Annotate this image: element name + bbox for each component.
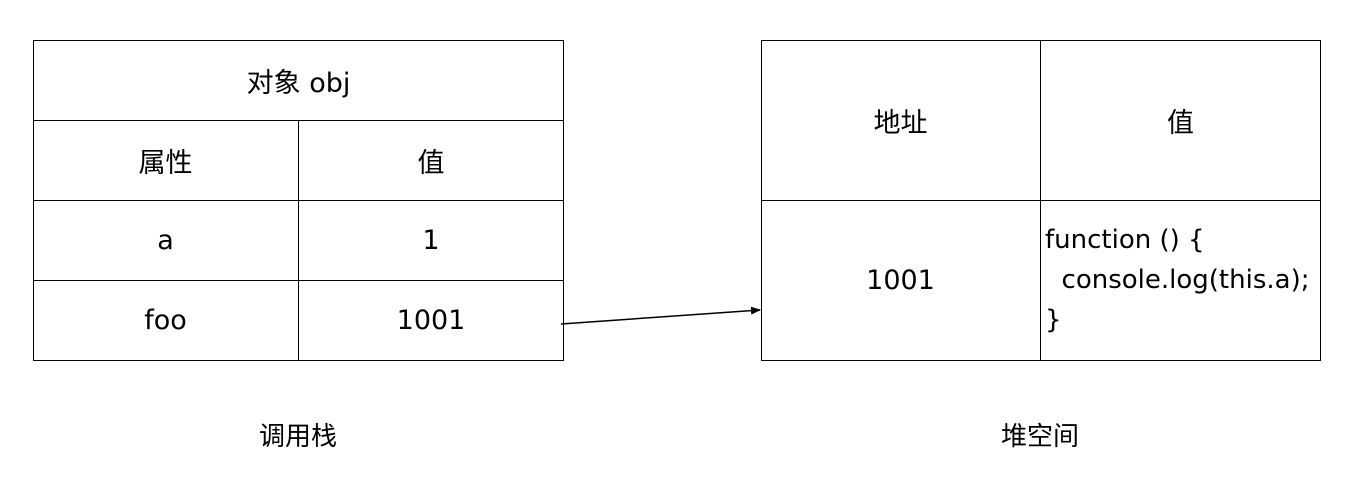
heap-address: 1001 (866, 265, 935, 296)
value-a: 1 (422, 224, 440, 256)
property-a: a (157, 224, 174, 256)
heap-value-header: 值 (1167, 107, 1194, 139)
object-title: 对象 obj (246, 67, 351, 99)
property-foo: foo (144, 305, 187, 336)
arrow-line (560, 306, 761, 325)
heap-divider (761, 200, 1321, 201)
function-code-line: function () { (1045, 225, 1205, 255)
call-stack-caption: 调用栈 (258, 422, 337, 452)
function-code-line: console.log(this.a); (1045, 265, 1310, 295)
value-foo: 1001 (396, 305, 466, 336)
property-header: 属性 (138, 147, 193, 179)
address-header: 地址 (873, 107, 928, 139)
function-code-line: } (1045, 305, 1062, 335)
heap-column-divider (1040, 40, 1041, 361)
call-stack-column-divider (298, 120, 299, 361)
value-header: 值 (417, 147, 445, 179)
heap-caption: 堆空间 (1000, 422, 1079, 452)
